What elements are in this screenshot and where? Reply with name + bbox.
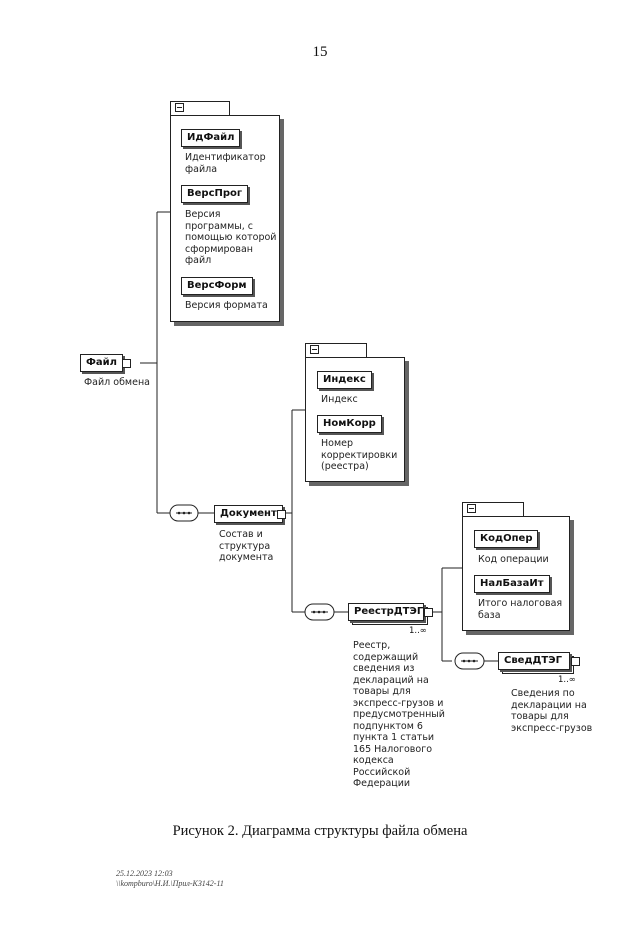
registry-element-node[interactable]: РеестрДТЭГ <box>348 603 424 621</box>
sequence-compositor-1 <box>169 504 199 522</box>
attribute-nalbazait[interactable]: НалБазаИт <box>474 575 550 593</box>
svedenia-element-desc: Сведения по декларации на товары для экс… <box>511 688 593 734</box>
attributes-tab-registry[interactable]: attributes <box>462 502 524 529</box>
registry-element-desc: Реестр, содержащий сведения из деклараци… <box>353 640 445 789</box>
attribute-kodoper[interactable]: КодОпер <box>474 530 539 548</box>
attribute-idfile-desc: Идентификатор файла <box>185 152 266 175</box>
document-element-desc: Состав и структура документа <box>219 529 274 563</box>
svedenia-element-node[interactable]: СведДТЭГ <box>498 652 570 670</box>
attribute-index-desc: Индекс <box>321 394 358 405</box>
attribute-versform-desc: Версия формата <box>185 300 268 311</box>
footer-file-path: \\kompburo\Н.И.\Прил-КЗ142-11 <box>116 879 224 888</box>
collapse-icon[interactable] <box>310 345 319 354</box>
attribute-versprog-desc: Версия программы, с помощью которой сфор… <box>185 209 277 266</box>
attribute-versform[interactable]: ВерсФорм <box>181 277 253 295</box>
attribute-nomkorr-desc: Номер корректировки (реестра) <box>321 438 398 472</box>
figure-caption: Рисунок 2. Диаграмма структуры файла обм… <box>172 823 468 839</box>
page-number: 15 <box>312 44 328 60</box>
attribute-index[interactable]: Индекс <box>317 371 372 389</box>
attributes-tab-document[interactable]: attributes <box>305 343 367 370</box>
sequence-compositor-2 <box>304 603 335 621</box>
attribute-versprog[interactable]: ВерсПрог <box>181 185 249 203</box>
expand-icon-root[interactable] <box>122 359 131 368</box>
attribute-nomkorr[interactable]: НомКорр <box>317 415 382 433</box>
svedenia-multiplicity: 1..∞ <box>558 675 576 685</box>
root-element-desc: Файл обмена <box>84 377 150 388</box>
attribute-kodoper-desc: Код операции <box>478 554 549 565</box>
attributes-tab-root[interactable]: attributes <box>170 101 230 128</box>
expand-icon-document[interactable] <box>277 510 286 519</box>
sequence-compositor-3 <box>454 652 485 670</box>
collapse-icon[interactable] <box>175 103 184 112</box>
root-element-node[interactable]: Файл <box>80 354 123 372</box>
footer-timestamp: 25.12.2023 12:03 <box>116 869 173 878</box>
expand-icon-registry[interactable] <box>424 608 433 617</box>
registry-multiplicity: 1..∞ <box>409 626 427 636</box>
collapse-icon[interactable] <box>467 504 476 513</box>
expand-icon-svedenia[interactable] <box>571 657 580 666</box>
document-element-node[interactable]: Документ <box>214 505 283 523</box>
attribute-nalbazait-desc: Итого налоговая база <box>478 598 563 621</box>
attribute-idfile[interactable]: ИдФайл <box>181 129 241 147</box>
